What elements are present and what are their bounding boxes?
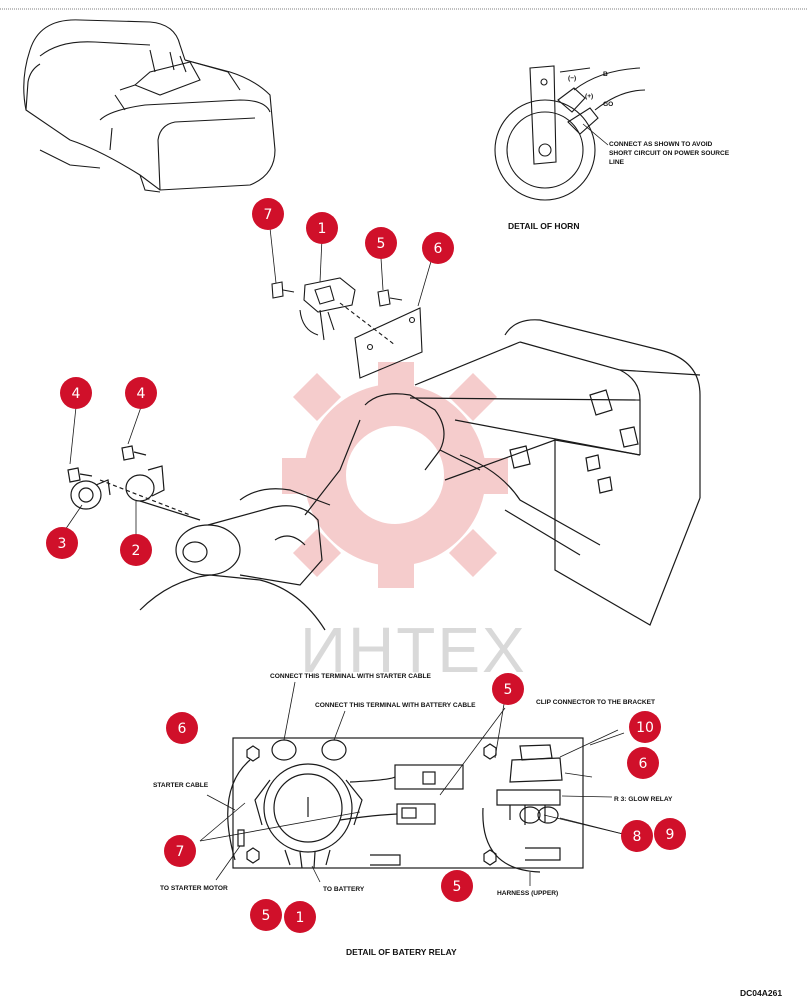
label-starter-terminal: CONNECT THIS TERMINAL WITH STARTER CABLE — [270, 673, 432, 680]
label-clip-connector: CLIP CONNECTOR TO THE BRACKET — [536, 699, 655, 706]
callout-5-relay-bottom: 5 — [441, 870, 473, 902]
svg-text:6: 6 — [178, 721, 187, 737]
callout-4-right: 4 — [125, 377, 157, 409]
horn-minus-label: (−) — [568, 75, 576, 82]
callout-6-top: 6 — [422, 232, 454, 264]
callout-9: 9 — [654, 818, 686, 850]
svg-text:5: 5 — [453, 879, 462, 895]
horn-note-leader — [582, 123, 609, 146]
callout-1-relay: 1 — [284, 901, 316, 933]
svg-text:2: 2 — [132, 543, 141, 559]
callout-1-top: 1 — [306, 212, 338, 244]
frame-chassis-drawing — [67, 319, 701, 631]
svg-text:7: 7 — [264, 207, 273, 223]
horn-detail-caption: DETAIL OF HORN — [508, 221, 579, 231]
watermark-gear — [282, 362, 508, 588]
callout-4-left: 4 — [60, 377, 92, 409]
label-starter-cable: STARTER CABLE — [153, 782, 209, 789]
callout-7-relay: 7 — [164, 835, 196, 867]
label-glow-relay: R 3: GLOW RELAY — [614, 796, 673, 803]
svg-text:10: 10 — [636, 720, 654, 736]
callout-3: 3 — [46, 527, 78, 559]
svg-text:6: 6 — [434, 241, 443, 257]
svg-text:1: 1 — [296, 910, 305, 926]
svg-text:3: 3 — [58, 536, 67, 552]
svg-text:4: 4 — [72, 386, 81, 402]
callout-2: 2 — [120, 534, 152, 566]
svg-text:4: 4 — [137, 386, 146, 402]
label-to-starter-motor: TO STARTER MOTOR — [160, 885, 228, 892]
horn-note-line3: LINE — [609, 159, 625, 166]
callout-10: 10 — [629, 711, 661, 743]
relay-leader-lines — [206, 681, 613, 886]
horn-note-line1: CONNECT AS SHOWN TO AVOID — [609, 141, 713, 148]
label-battery-terminal: CONNECT THIS TERMINAL WITH BATTERY CABLE — [315, 702, 476, 709]
callout-6-relay-left: 6 — [166, 712, 198, 744]
svg-text:5: 5 — [377, 236, 386, 252]
drawing-code: DC04A261 — [740, 988, 782, 998]
machine-body-sketch — [23, 19, 276, 193]
callout-leader-lines — [64, 227, 628, 842]
callout-5-top: 5 — [365, 227, 397, 259]
svg-text:6: 6 — [639, 756, 648, 772]
horn-plus-label: (+) — [585, 93, 593, 100]
svg-text:5: 5 — [504, 682, 513, 698]
horn-labels: (−) B (+) GO CONNECT AS SHOWN TO AVOID S… — [568, 71, 730, 166]
horn-b-label: B — [603, 71, 608, 78]
relay-detail-caption: DETAIL OF BATERY RELAY — [346, 947, 457, 957]
callout-7-top: 7 — [252, 198, 284, 230]
callout-5-relay-left: 5 — [250, 899, 282, 931]
callout-6-relay-right: 6 — [627, 747, 659, 779]
svg-text:7: 7 — [176, 844, 185, 860]
label-to-battery: TO BATTERY — [323, 886, 365, 893]
svg-text:9: 9 — [666, 827, 675, 843]
horn-note-line2: SHORT CIRCUIT ON POWER SOURCE — [609, 150, 730, 157]
horn-go-label: GO — [603, 101, 613, 108]
svg-text:8: 8 — [633, 829, 642, 845]
svg-text:5: 5 — [262, 908, 271, 924]
callout-5-relay-top: 5 — [492, 673, 524, 705]
battery-relay-detail-drawing — [227, 737, 584, 873]
relay-parts-exploded — [271, 277, 423, 379]
svg-text:1: 1 — [318, 221, 327, 237]
relay-labels: CONNECT THIS TERMINAL WITH STARTER CABLE… — [153, 673, 673, 897]
label-harness: HARNESS (UPPER) — [497, 890, 558, 897]
horn-detail-drawing — [494, 65, 646, 201]
callout-8: 8 — [621, 820, 653, 852]
watermark-text: ИНТЕХ — [300, 614, 527, 686]
